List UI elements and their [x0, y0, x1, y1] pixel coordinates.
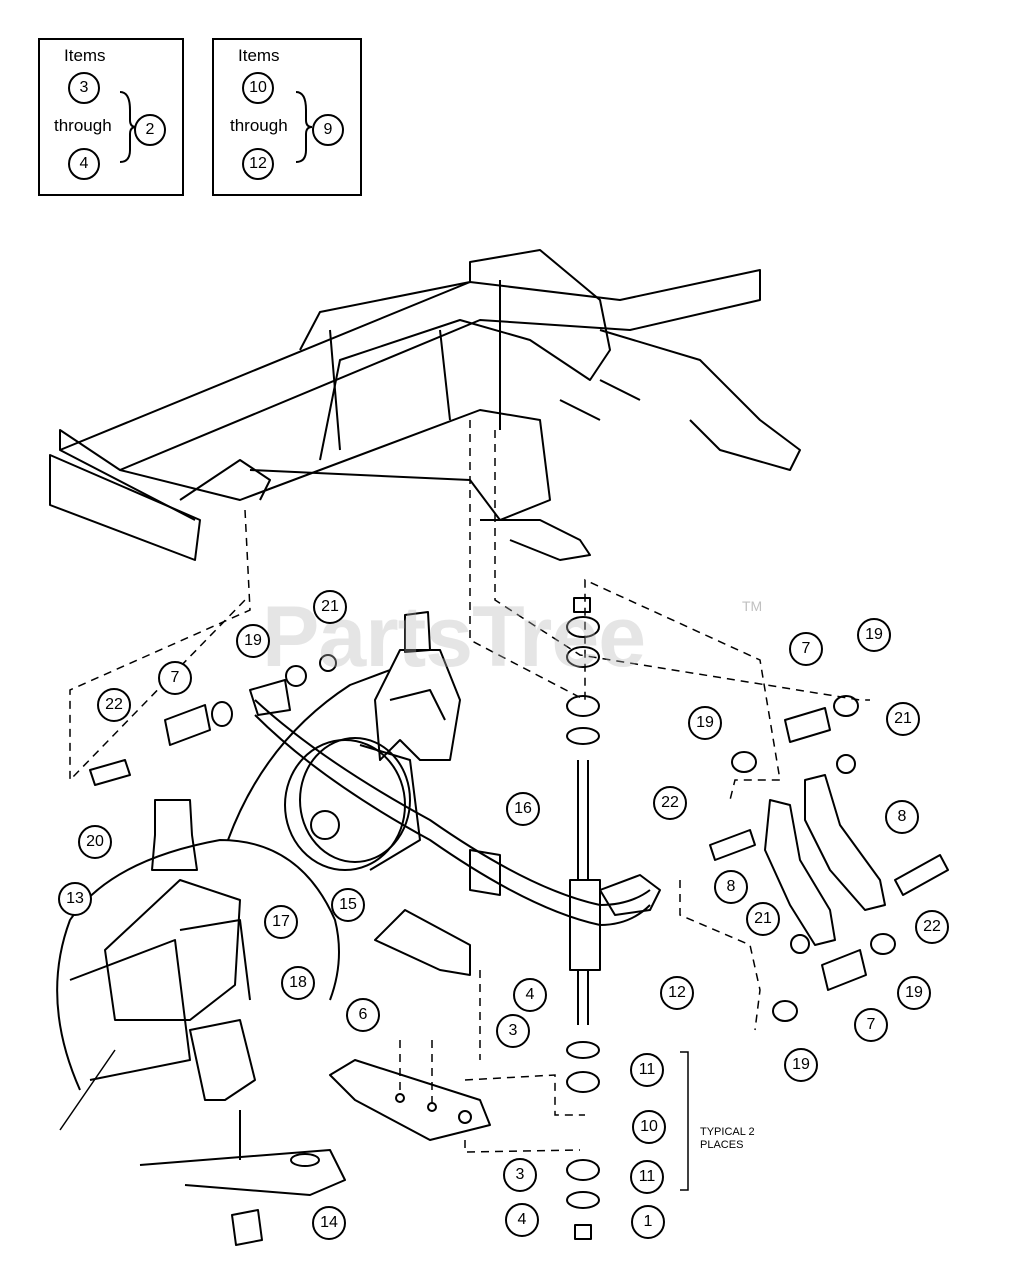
- callout-22: 22: [915, 910, 949, 944]
- callout-8: 8: [885, 800, 919, 834]
- typical-note-line2: PLACES: [700, 1139, 744, 1151]
- spindle: [404, 611, 431, 653]
- callout-21: 21: [886, 702, 920, 736]
- mounting-plate: [329, 1059, 491, 1141]
- callout-8: 8: [714, 870, 748, 904]
- legend-header: Items: [238, 46, 280, 65]
- callout-22: 22: [653, 786, 687, 820]
- axle-tube: [69, 939, 191, 1081]
- frame-left-rail: [59, 269, 761, 471]
- callout-6: 6: [346, 998, 380, 1032]
- callout-11: 11: [630, 1160, 664, 1194]
- callout-14: 14: [312, 1206, 346, 1240]
- callout-7: 7: [854, 1008, 888, 1042]
- leaf-spring: [254, 699, 651, 906]
- trademark-symbol: TM: [742, 598, 763, 614]
- legend-callout-assembly-9: 9: [312, 114, 344, 146]
- callout-18: 18: [281, 966, 315, 1000]
- shock-top-nut: [573, 597, 591, 613]
- bolt-22-right-mid: [709, 829, 756, 861]
- callout-3: 3: [503, 1158, 537, 1192]
- legend-header: Items: [64, 46, 106, 65]
- callout-12: 12: [660, 976, 694, 1010]
- legend-callout-3: 3: [68, 72, 100, 104]
- callout-1: 1: [631, 1205, 665, 1239]
- callout-19: 19: [857, 618, 891, 652]
- legend-box-items-10-12: Items 10 through 12 9: [212, 38, 362, 196]
- legend-box-items-3-4: Items 3 through 4 2: [38, 38, 184, 196]
- callout-7: 7: [789, 632, 823, 666]
- callout-22: 22: [97, 688, 131, 722]
- legend-through-label: through: [54, 116, 112, 135]
- callout-11: 11: [630, 1053, 664, 1087]
- callout-20: 20: [78, 825, 112, 859]
- callout-15: 15: [331, 888, 365, 922]
- callout-4: 4: [513, 978, 547, 1012]
- legend-callout-12: 12: [242, 148, 274, 180]
- callout-4: 4: [505, 1203, 539, 1237]
- callout-16: 16: [506, 792, 540, 826]
- bolt-22-left: [89, 759, 131, 786]
- callout-19: 19: [688, 706, 722, 740]
- legend-callout-10: 10: [242, 72, 274, 104]
- callout-21: 21: [313, 590, 347, 624]
- typical-note: TYPICAL 2 PLACES: [700, 1126, 755, 1152]
- callout-17: 17: [264, 905, 298, 939]
- typical-note-line1: TYPICAL 2: [700, 1126, 755, 1138]
- callout-3: 3: [496, 1014, 530, 1048]
- callout-10: 10: [632, 1110, 666, 1144]
- shackle-left: [764, 799, 836, 946]
- bump-stop: [151, 799, 198, 871]
- frame-hoop: [299, 249, 611, 461]
- bolt-22-right-lower: [894, 854, 949, 896]
- legend-callout-4: 4: [68, 148, 100, 180]
- callout-13: 13: [58, 882, 92, 916]
- legend-callout-assembly-2: 2: [134, 114, 166, 146]
- spring-plate: [374, 909, 471, 976]
- legend-through-label: through: [230, 116, 288, 135]
- frame-lower-rail: [49, 454, 201, 561]
- callout-19: 19: [897, 976, 931, 1010]
- detail-circle: [56, 839, 340, 1091]
- shock-body: [569, 879, 601, 971]
- nut-14: [231, 1209, 263, 1246]
- callout-19: 19: [236, 624, 270, 658]
- callout-7: 7: [158, 661, 192, 695]
- callout-21: 21: [746, 902, 780, 936]
- callout-19: 19: [784, 1048, 818, 1082]
- shackle-right: [804, 774, 886, 911]
